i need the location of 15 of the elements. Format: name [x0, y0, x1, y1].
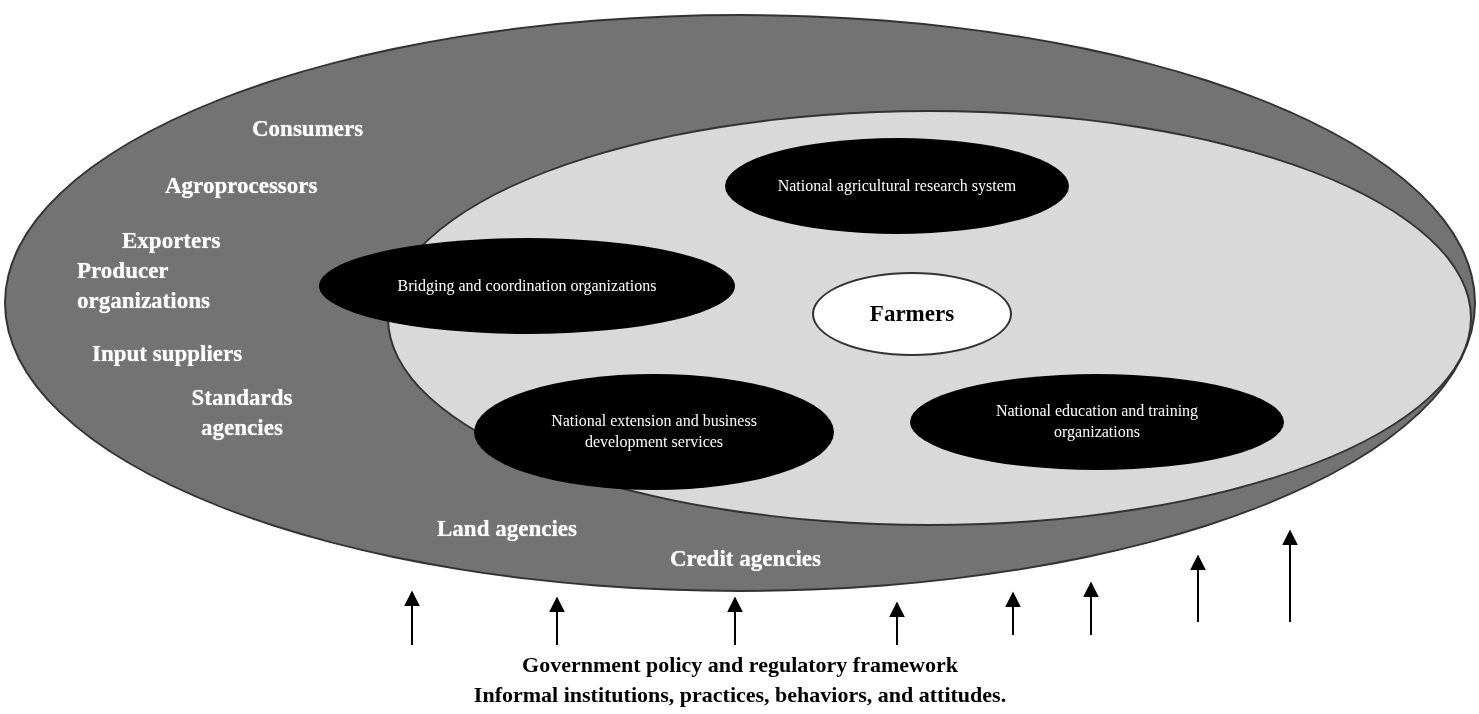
actor-label: Credit agencies [670, 545, 821, 573]
actor-label: Producer organizations [77, 257, 211, 315]
actor-label: Exporters [122, 227, 221, 255]
node-label: Bridging and coordination organizations [396, 275, 658, 297]
actor-label: Input suppliers [92, 340, 243, 368]
actor-label: Standards agencies [190, 384, 294, 442]
actor-label: Consumers [252, 115, 364, 143]
node-label: Farmers [868, 300, 956, 329]
actor-label: Agroprocessors [165, 172, 318, 200]
framework-label: Government policy and regulatory framework [521, 652, 959, 678]
node-label: National extension and business development services [550, 411, 758, 453]
node-label: National education and training organizations [994, 401, 1200, 443]
actor-label: Land agencies [437, 515, 577, 543]
node-label: National agricultural research system [776, 175, 1018, 197]
framework-label: Informal institutions, practices, behaviors, and attitudes. [472, 682, 1008, 708]
